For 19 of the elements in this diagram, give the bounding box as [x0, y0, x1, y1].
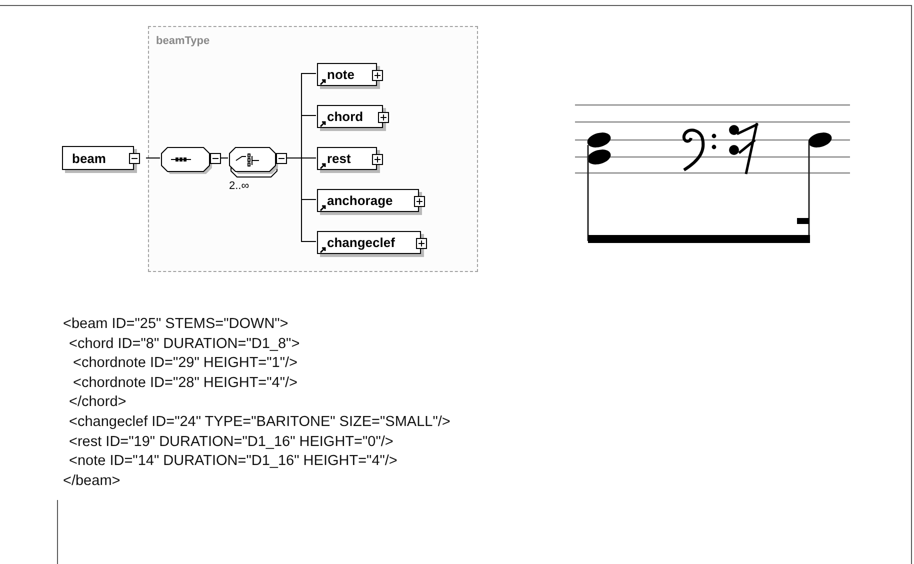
xml-code-line: </beam> — [63, 472, 120, 489]
xml-code-line: <chordnote ID="29" HEIGHT="1"/> — [73, 355, 298, 372]
element-name: beam — [72, 150, 106, 166]
occurrence-label: 2..∞ — [229, 180, 250, 192]
connector-line — [286, 158, 316, 242]
type-group-frame — [148, 26, 478, 272]
xml-code-line: <chordnote ID="28" HEIGHT="4"/> — [73, 374, 298, 391]
group-title: beamType — [156, 35, 210, 47]
xml-code-line: <rest ID="19" DURATION="D1_16" HEIGHT="0"/> — [69, 434, 394, 450]
xml-code-line: <note ID="14" DURATION="D1_16" HEIGHT="4"/> — [69, 453, 398, 470]
element-name: rest — [327, 151, 351, 166]
element-name: changeclef — [327, 235, 395, 250]
element-name: chord — [327, 109, 364, 124]
xml-code-line: </chord> — [69, 394, 126, 410]
element-name: note — [327, 67, 354, 82]
element-name: anchorage — [327, 193, 393, 208]
xml-code-line: <beam ID="25" STEMS="DOWN"> — [63, 316, 288, 332]
xml-code-line: <chord ID="8" DURATION="D1_8"> — [69, 336, 300, 352]
xml-code-line: <changeclef ID="24" TYPE="BARITONE" SIZE="SMALL"/> — [69, 414, 450, 430]
